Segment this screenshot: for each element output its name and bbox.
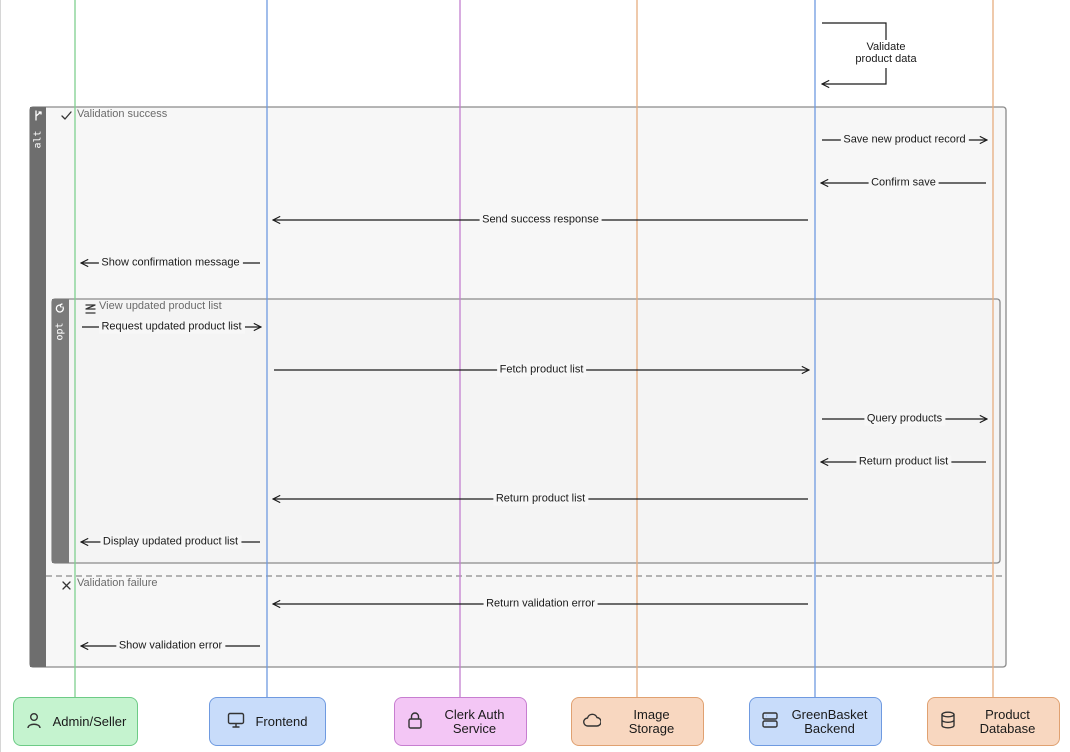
participant-label: Product Database (979, 706, 1036, 736)
message-label-10: Display updated product list (99, 535, 242, 549)
message-label-7: Query products (863, 412, 946, 426)
user-icon (25, 711, 43, 732)
message-label-5: Request updated product list (98, 320, 245, 334)
message-label-2: Confirm save (868, 176, 939, 190)
alt-operator-label: alt (32, 130, 44, 149)
opt-operator-tab (52, 299, 69, 563)
message-label-3: Send success response (479, 213, 602, 227)
message-label-1: Save new product record (840, 133, 969, 147)
server-icon (761, 711, 779, 732)
participant-storage: Image Storage (571, 697, 704, 746)
message-label-9: Return product list (492, 492, 589, 506)
participant-clerk: Clerk Auth Service (394, 697, 527, 746)
list-icon (85, 304, 96, 314)
left-edge-divider (0, 0, 1, 752)
loop-icon (55, 303, 64, 313)
participant-frontend: Frontend (209, 697, 326, 746)
message-label-6: Fetch product list (496, 363, 587, 377)
participant-label: Admin/Seller (52, 713, 127, 729)
self-message-label: Validate product data (848, 40, 924, 66)
self-message-line-bottom (822, 68, 887, 84)
alt-failure-condition: Validation failure (77, 577, 158, 589)
opt-operator-label: opt (54, 322, 66, 341)
branch-icon (35, 110, 42, 121)
participant-label: GreenBasket Backend (791, 706, 868, 736)
database-icon (939, 711, 957, 732)
alt-operator-tab (30, 107, 46, 667)
cloud-icon (582, 711, 602, 732)
message-label-11: Return validation error (483, 597, 598, 611)
message-label-4: Show confirmation message (98, 256, 243, 270)
message-label-8: Return product list (855, 455, 952, 469)
participant-backend: GreenBasket Backend (749, 697, 882, 746)
lock-icon (406, 711, 424, 732)
monitor-icon (227, 711, 245, 732)
check-icon (61, 111, 72, 120)
message-label-12: Show validation error (115, 639, 226, 653)
participant-admin: Admin/Seller (13, 697, 138, 746)
participant-label: Image Storage (628, 706, 675, 736)
participant-database: Product Database (927, 697, 1060, 746)
opt-condition: View updated product list (99, 300, 222, 312)
alt-success-condition: Validation success (77, 108, 168, 120)
self-message-line-top (822, 22, 887, 40)
x-icon (62, 581, 71, 590)
participant-label: Frontend (255, 713, 308, 729)
participant-label: Clerk Auth Service (444, 706, 505, 736)
